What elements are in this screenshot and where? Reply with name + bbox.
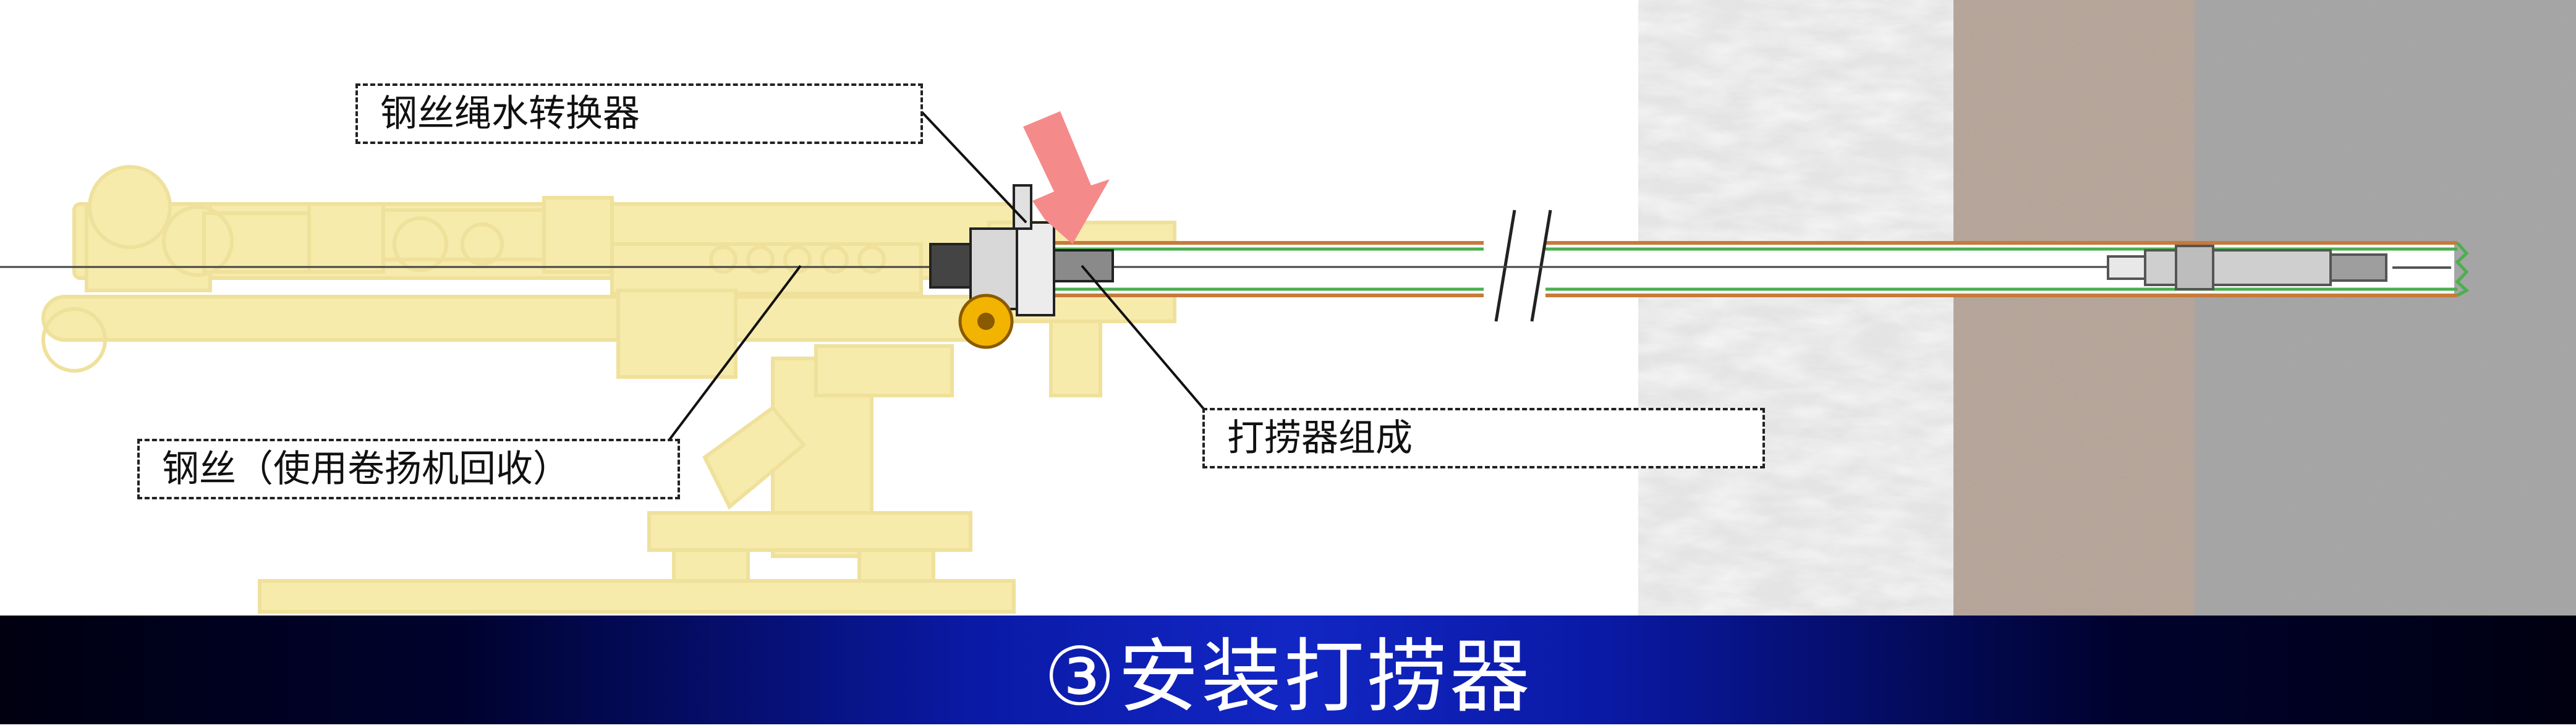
banner-title: ③安装打捞器 (1044, 630, 1532, 724)
converter-label-text: 钢丝绳水转换器 (380, 92, 640, 135)
title-banner: ③安装打捞器 (0, 616, 2576, 724)
rock-formation (1638, 0, 2576, 616)
fisher-leader (1081, 265, 1207, 412)
fisher-label: 打捞器组成 (1202, 408, 1765, 468)
converter-leader (920, 110, 1027, 224)
leader-lines (648, 110, 1207, 468)
wire-leader (648, 265, 802, 468)
converter-label: 钢丝绳水转换器 (355, 83, 923, 144)
fisher-label-text: 打捞器组成 (1227, 417, 1413, 460)
fishing-tool (2107, 245, 2451, 290)
wire-label-text: 钢丝（使用卷扬机回收） (162, 447, 570, 491)
break-mark (1494, 210, 1516, 322)
winch-wheel (958, 294, 1014, 349)
arrow-icon (1023, 111, 1110, 244)
drilling-rig (41, 165, 1176, 614)
wire-label: 钢丝（使用卷扬机回收） (137, 439, 680, 499)
